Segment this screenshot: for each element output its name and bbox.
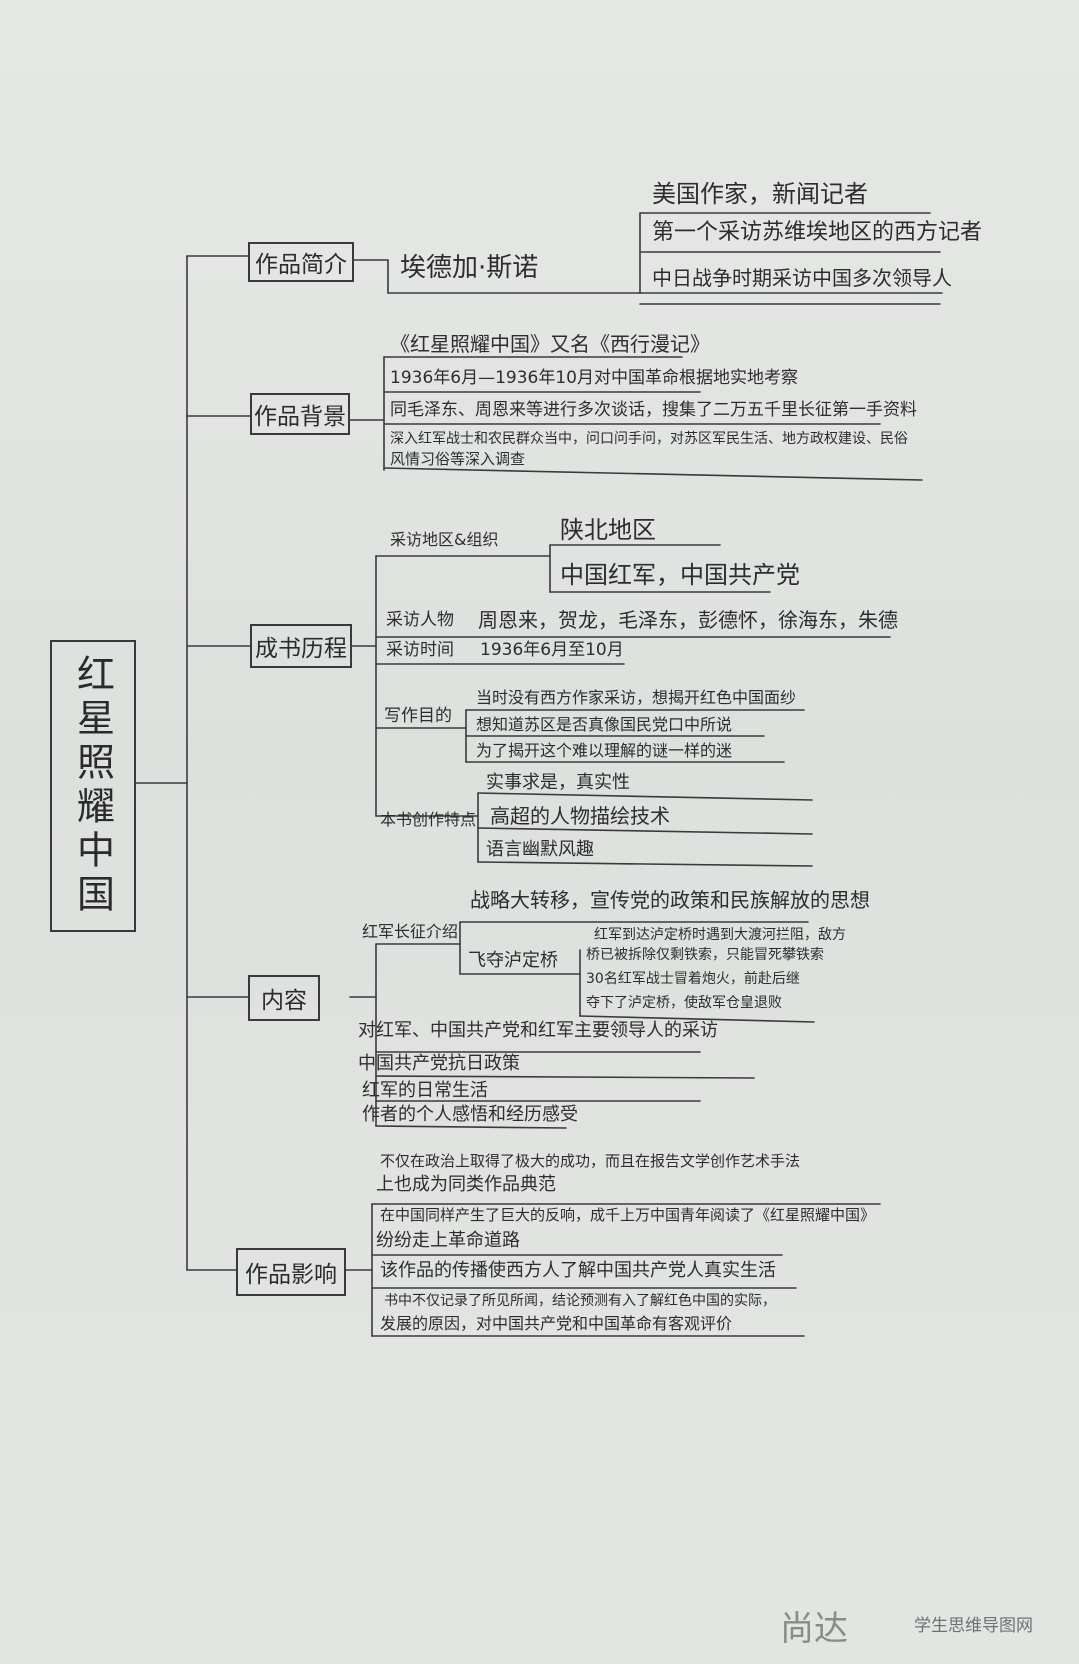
content-luding-4: 夺下了泸定桥，使敌军仓皇退败 (586, 995, 782, 1011)
process-feature-3: 语言幽默风趣 (486, 839, 594, 860)
content-luding-3: 30名红军战士冒着炮火，前赴后继 (586, 971, 800, 987)
branch-content-label: 内容 (261, 988, 307, 1014)
background-item-4: 深入红军战士和农民群众当中，问口问手问，对苏区军民生活、地方政权建设、民俗 (390, 431, 908, 447)
impact-item-5: 该作品的传播使西方人了解中国共产党人真实生活 (380, 1260, 776, 1281)
content-luding-2: 桥已被拆除仅剩铁索，只能冒死攀铁索 (586, 947, 824, 963)
branch-content: 内容 (248, 975, 320, 1021)
impact-item-1: 不仅在政治上取得了极大的成功，而且在报告文学创作艺术手法 (380, 1152, 801, 1170)
background-item-1: 《红星照耀中国》又名《西行漫记》 (390, 332, 710, 356)
content-march-label: 红军长征介绍 (362, 922, 459, 941)
process-features-label: 本书创作特点 (380, 810, 477, 829)
branch-intro-label: 作品简介 (255, 252, 347, 278)
process-purpose-3: 为了揭开这个难以理解的谜一样的迷 (476, 741, 733, 760)
background-item-2: 1936年6月—1936年10月对中国革命根据地实地考察 (390, 368, 798, 388)
process-region-2: 中国红军，中国共产党 (560, 561, 800, 589)
watermark: 学生思维导图网 (914, 1616, 1033, 1636)
intro-author: 埃德加·斯诺 (400, 253, 539, 283)
impact-item-3: 在中国同样产生了巨大的反响，成千上万中国青年阅读了《红星照耀中国》 (380, 1206, 876, 1224)
process-purpose-1: 当时没有西方作家采访，想揭开红色中国面纱 (476, 688, 797, 707)
process-purpose-2: 想知道苏区是否真像国民党口中所说 (476, 715, 733, 734)
background-item-5: 风情习俗等深入调查 (390, 450, 526, 468)
impact-item-7: 发展的原因，对中国共产党和中国革命有客观评价 (380, 1314, 733, 1333)
process-people-label: 采访人物 (386, 610, 454, 630)
author-signature: 尚达 (780, 1609, 848, 1649)
content-item-1: 对红军、中国共产党和红军主要领导人的采访 (358, 1020, 718, 1041)
process-people: 周恩来，贺龙，毛泽东，彭德怀，徐海东，朱德 (478, 608, 898, 632)
content-luding-1: 红军到达泸定桥时遇到大渡河拦阻，敌方 (594, 927, 846, 943)
branch-background: 作品背景 (250, 393, 350, 435)
branch-impact-label: 作品影响 (245, 1262, 337, 1288)
process-feature-2: 高超的人物描绘技术 (490, 804, 670, 828)
process-region-1: 陕北地区 (560, 516, 656, 544)
content-item-4: 作者的个人感悟和经历感受 (362, 1104, 578, 1125)
content-luding-label: 飞夺泸定桥 (468, 950, 558, 971)
impact-item-4: 纷纷走上革命道路 (376, 1230, 520, 1251)
content-item-2: 中国共产党抗日政策 (358, 1053, 520, 1074)
content-item-3: 红军的日常生活 (362, 1080, 488, 1101)
branch-impact: 作品影响 (236, 1248, 346, 1296)
intro-detail-1: 美国作家，新闻记者 (652, 180, 868, 208)
process-purpose-label: 写作目的 (384, 706, 452, 726)
intro-detail-3: 中日战争时期采访中国多次领导人 (652, 266, 952, 290)
process-region-label: 采访地区&组织 (390, 530, 499, 549)
process-time-label: 采访时间 (386, 640, 454, 660)
branch-process: 成书历程 (250, 624, 352, 668)
branch-process-label: 成书历程 (255, 636, 347, 662)
impact-item-2: 上也成为同类作品典范 (376, 1174, 556, 1195)
intro-detail-2: 第一个采访苏维埃地区的西方记者 (652, 220, 983, 245)
root-title: 红星照耀中国 (70, 654, 115, 918)
content-march-top: 战略大转移，宣传党的政策和民族解放的思想 (470, 888, 870, 912)
branch-intro: 作品简介 (248, 242, 354, 282)
process-feature-1: 实事求是，真实性 (486, 772, 630, 793)
impact-item-6: 书中不仅记录了所见所闻，结论预测有入了解红色中国的实际， (384, 1293, 776, 1309)
process-time: 1936年6月至10月 (480, 640, 624, 660)
branch-background-label: 作品背景 (254, 404, 346, 430)
background-item-3: 同毛泽东、周恩来等进行多次谈话，搜集了二万五千里长征第一手资料 (390, 400, 917, 420)
root-node: 红星照耀中国 (50, 640, 136, 932)
